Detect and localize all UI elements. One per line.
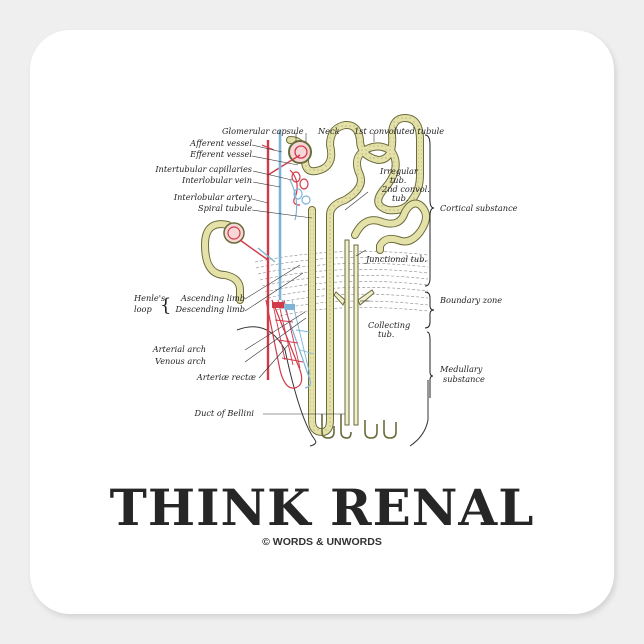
- label-cortical-substance: Cortical substance: [440, 203, 518, 213]
- label-afferent-vessel: Afferent vessel: [189, 138, 252, 148]
- label-second-convol-tub: tub.: [392, 193, 408, 203]
- vasa-recta-veins: [291, 299, 315, 376]
- label-medullary: Medullary: [439, 364, 483, 374]
- label-arteriae-rectae: Arteriæ rectæ: [196, 372, 256, 382]
- leader-lines: [244, 133, 375, 415]
- label-interlobular-artery: Interlobular artery: [173, 192, 252, 202]
- label-irregular: Irregular: [379, 166, 419, 176]
- pyramid-outline: [236, 326, 317, 447]
- label-substance: substance: [443, 374, 485, 384]
- label-first-convoluted-tubule: 1st convoluted tubule: [354, 126, 444, 136]
- label-boundary-zone: Boundary zone: [439, 295, 502, 305]
- sticker-title: THINK RENAL: [109, 478, 535, 537]
- henle-brace: {: [160, 295, 171, 316]
- top-glomerulus: [288, 140, 312, 164]
- label-henles: Henle's: [133, 293, 165, 303]
- label-duct-of-bellini: Duct of Bellini: [194, 408, 255, 418]
- label-efferent-vessel: Efferent vessel: [189, 149, 252, 159]
- sticker-card: [30, 30, 614, 614]
- label-junctional-tub: Junctional tub.: [364, 254, 427, 264]
- label-arterial-arch: Arterial arch: [152, 344, 206, 354]
- arch-marker-red: [272, 302, 284, 308]
- label-loop: loop: [134, 304, 152, 314]
- henle-loop-tubule: [286, 114, 424, 436]
- label-interlobular-vein: Interlobular vein: [181, 175, 252, 185]
- label-glomerular-capsule: Glomerular capsule: [222, 126, 304, 136]
- collecting-tubes: [333, 239, 375, 426]
- arch-marker-blue: [285, 304, 295, 310]
- arteries: [239, 140, 303, 389]
- second-convoluted-tubule: [351, 199, 430, 254]
- label-intertubular-capillaries: Intertubular capillaries: [154, 164, 252, 174]
- papilla-tubules: [321, 414, 397, 439]
- veins: [257, 130, 312, 389]
- label-second-convol: 2nd convol.: [381, 184, 430, 194]
- label-collecting: Collecting: [368, 320, 410, 330]
- label-ascending-limb: Ascending limb: [180, 293, 245, 303]
- label-spiral-tubule: Spiral tubule: [198, 203, 252, 213]
- label-descending-limb: Descending limb: [174, 304, 245, 314]
- pyramid-outline-right: [409, 380, 429, 447]
- diagram-labels: Glomerular capsule Neck 1st convoluted t…: [133, 126, 518, 418]
- left-nephron: [200, 220, 245, 304]
- zone-brackets: [424, 134, 435, 398]
- label-neck: Neck: [317, 126, 340, 136]
- label-collecting-tub: tub.: [378, 329, 394, 339]
- copyright-credit: © WORDS & UNWORDS: [262, 536, 382, 548]
- label-venous-arch: Venous arch: [155, 356, 206, 366]
- label-irregular-tub: tub.: [390, 175, 406, 185]
- intertubular-capillaries: [291, 171, 311, 205]
